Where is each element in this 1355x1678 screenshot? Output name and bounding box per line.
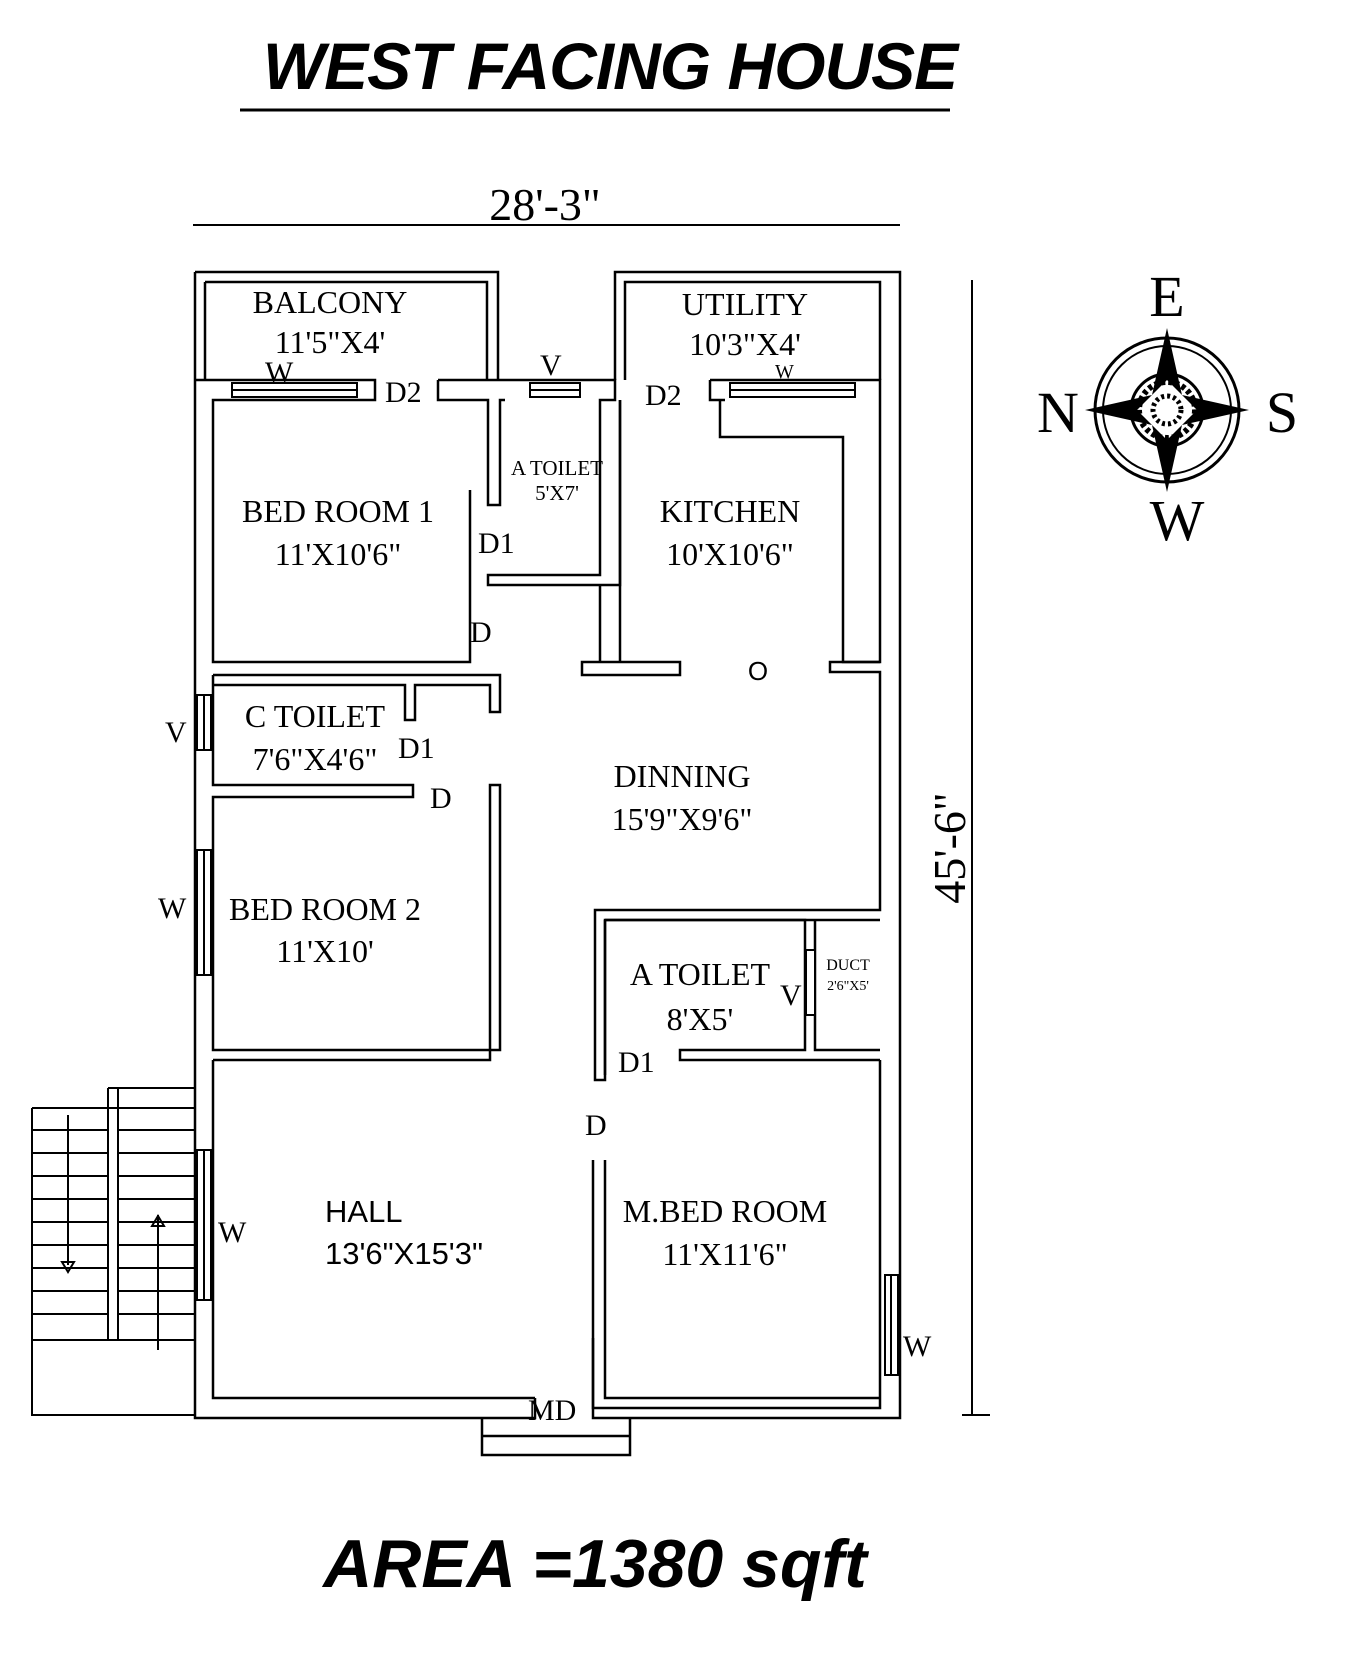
window-tag-balcony: W: [265, 356, 294, 389]
window-tag-bedroom2: W: [158, 892, 187, 925]
dinning-o-mark: O: [748, 656, 768, 686]
duct-size: 2'6"X5': [827, 979, 869, 994]
kitchen-name: KITCHEN: [660, 493, 800, 529]
atoilet1-name: A TOILET: [511, 456, 603, 480]
door-tag-d2-right: D2: [645, 379, 682, 412]
compass-pattern: [1136, 379, 1198, 441]
vent-tag-ctoilet: V: [165, 716, 187, 749]
compass-w-label: W: [1150, 488, 1205, 553]
hall-name: HALL: [325, 1194, 403, 1229]
plan-title: WEST FACING HOUSE: [262, 29, 958, 103]
bedroom2-size: 11'X10': [276, 933, 373, 969]
compass-arrow-top: [1152, 328, 1182, 395]
main-door-tag: MD: [528, 1394, 576, 1427]
compass-arrow-left: [1085, 395, 1152, 425]
door-tag-d-bedroom2: D: [430, 782, 452, 815]
door-tag-d-mbedroom: D: [585, 1109, 607, 1142]
ctoilet-top-wall: [213, 673, 502, 722]
utility-inner-wall: [623, 280, 882, 380]
door-tag-d2-left: D2: [385, 376, 422, 409]
atoilet2-size: 8'X5': [667, 1001, 734, 1037]
vent-tag-atoilet1: V: [540, 349, 562, 382]
dinning-size: 15'9"X9'6": [612, 801, 753, 837]
atoilet1-left-wall: [436, 380, 505, 507]
left-outer-wall: [193, 272, 537, 1420]
bedroom1-walls: [195, 378, 472, 664]
hall-size: 13'6"X15'3": [325, 1236, 483, 1271]
window-tag-kitchen: W: [775, 361, 794, 383]
compass-n-label: N: [1037, 380, 1079, 445]
atoilet2-walls: [605, 918, 880, 1062]
mbedroom-size: 11'X11'6": [662, 1236, 787, 1272]
door-tag-d1-ctoilet: D1: [398, 732, 435, 765]
kitchen-left-wall: [580, 400, 682, 677]
stair-down-arrowhead: [60, 1261, 76, 1274]
compass-s-label: S: [1266, 380, 1298, 445]
duct-name: DUCT: [826, 957, 870, 974]
atoilet1-walls: [438, 378, 622, 587]
utility-name: UTILITY: [682, 286, 808, 322]
hall-walls: [211, 1060, 535, 1400]
room-labels: BALCONY 11'5"X4' UTILITY 10'3"X4' BED RO…: [229, 284, 870, 1272]
staircase-landing: [32, 1087, 195, 1341]
ctoilet-name: C TOILET: [245, 698, 386, 734]
mbedroom-walls: [591, 1060, 882, 1410]
stair-up-arrowhead: [150, 1214, 166, 1227]
balcony-outer-wall: [195, 270, 500, 380]
bedroom2-name: BED ROOM 2: [229, 891, 421, 927]
depth-dimension: 45'-6": [924, 792, 975, 903]
opening-tags: W D2 V D2 W D1 D O V D1 D W V D1 D W W M…: [158, 349, 932, 1427]
compass: E W N S: [1037, 264, 1298, 553]
bedroom2-walls: [211, 675, 502, 1062]
mbedroom-name: M.BED ROOM: [623, 1193, 827, 1229]
staircase-steps: [32, 1129, 195, 1315]
compass-arrow-right: [1182, 395, 1249, 425]
vent-tag-atoilet2: V: [780, 979, 802, 1012]
atoilet2-name: A TOILET: [630, 956, 771, 992]
windows: [196, 382, 899, 1376]
mbedroom-inner-walls: [603, 1160, 880, 1400]
kitchen-counter: [718, 400, 880, 664]
compass-e-label: E: [1149, 264, 1184, 329]
compass-arrow-bottom: [1152, 425, 1182, 492]
utility-size: 10'3"X4': [689, 326, 801, 362]
door-tag-d1-atoilet1: D1: [478, 527, 515, 560]
width-dimension: 28'-3": [489, 179, 600, 230]
bedroom1-name: BED ROOM 1: [242, 493, 434, 529]
dinning-name: DINNING: [614, 758, 751, 794]
compass-pattern-inner: [1150, 393, 1184, 427]
atoilet1-size: 5'X7': [535, 481, 579, 505]
kitchen-size: 10'X10'6": [666, 536, 794, 572]
balcony-size: 11'5"X4': [275, 324, 386, 360]
staircase: [31, 1087, 195, 1416]
atoilet2-ventilator: [805, 949, 816, 1016]
walls: [193, 270, 902, 1457]
staircase-outline: [31, 1107, 195, 1416]
door-tag-d1-atoilet2: D1: [618, 1046, 655, 1079]
area-label: AREA =1380 sqft: [323, 1526, 867, 1602]
balcony-inner-wall: [205, 280, 489, 380]
window-tag-mbedroom: W: [903, 1330, 932, 1363]
kitchen-top-wall: [708, 380, 725, 402]
window-tag-hall: W: [218, 1216, 247, 1249]
bedroom1-size: 11'X10'6": [275, 536, 402, 572]
door-tag-d-bedroom1: D: [470, 616, 492, 649]
ctoilet-size: 7'6"X4'6": [253, 741, 378, 777]
balcony-name: BALCONY: [253, 284, 408, 320]
